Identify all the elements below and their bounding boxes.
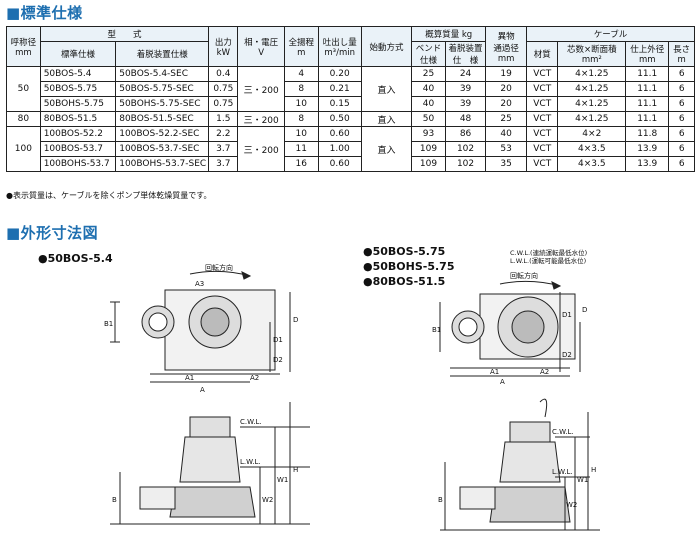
svg-text:A2: A2 — [540, 368, 549, 376]
detach-weight-header: 着脱装置仕 様 — [444, 41, 487, 67]
svg-text:W2: W2 — [262, 496, 273, 504]
svg-text:A1: A1 — [185, 374, 194, 382]
material-header: 材質 — [526, 41, 559, 67]
svg-text:A: A — [500, 378, 505, 386]
right-model-label-1: ●50BOS-5.75 — [363, 245, 446, 258]
spec-section-title: ■標準仕様 — [6, 4, 83, 22]
table-row: 100 100BOS-52.2 100BOS-52.2-SEC 2.2 三・20… — [6, 126, 695, 172]
svg-text:B1: B1 — [432, 326, 441, 334]
table-row: 100BOS-53.7 100BOS-53.7-SEC 3.7 11 1.00 … — [7, 141, 695, 157]
svg-text:A2: A2 — [250, 374, 259, 382]
svg-text:D: D — [582, 306, 587, 314]
svg-text:B: B — [438, 496, 443, 504]
cwl-legend: C.W.L.(連続運転最低水位) — [510, 249, 588, 257]
rotation-label: 回転方向 — [205, 263, 233, 272]
type-header: 型 式 — [39, 26, 210, 42]
svg-text:D1: D1 — [273, 336, 283, 344]
svg-text:W2: W2 — [566, 501, 577, 509]
svg-text:L.W.L.: L.W.L. — [552, 468, 573, 476]
detach-header: 着脱装置仕様 — [115, 41, 210, 67]
start-header: 始動方式 — [360, 26, 413, 67]
svg-text:L.W.L.: L.W.L. — [240, 458, 261, 466]
bend-header: ベンド仕様 — [411, 41, 446, 67]
right-model-label-3: ●80BOS-51.5 — [363, 275, 446, 288]
right-pump-drawing: 回転方向 B1 D D1 D2 A1 A2 A C.W.L. L.W.L. H … — [432, 271, 600, 531]
cable-header: ケーブル — [526, 26, 695, 42]
standard-header: 標準仕様 — [39, 41, 117, 67]
left-pump-drawing: 回転方向 A3 B1 D D1 D2 A1 A2 A C.W.L. L.W.L.… — [104, 263, 310, 525]
svg-text:C.W.L.: C.W.L. — [552, 428, 574, 436]
table-row: 50BOS-5.75 50BOS-5.75-SEC 0.75 8 0.21 40… — [7, 81, 695, 97]
svg-text:D2: D2 — [562, 351, 572, 359]
rotation-arrow-icon — [499, 280, 561, 287]
svg-text:H: H — [591, 466, 596, 474]
table-row: 80 80BOS-51.5 80BOS-51.5-SEC 1.5 三・200 8… — [6, 111, 695, 127]
svg-text:A1: A1 — [490, 368, 499, 376]
dimension-section-title: ■外形寸法図 — [6, 224, 99, 242]
table-row: 100BOHS-53.7 100BOHS-53.7-SEC 3.7 16 0.6… — [7, 156, 695, 172]
svg-text:A: A — [200, 386, 205, 394]
right-model-label-2: ●50BOHS-5.75 — [363, 260, 455, 273]
table-row: 50 50BOS-5.4 50BOS-5.4-SEC 0.4 三・200 4 0… — [6, 66, 695, 112]
svg-text:A3: A3 — [195, 280, 204, 288]
rotation-arrow-icon — [189, 270, 251, 277]
svg-text:D1: D1 — [562, 311, 572, 319]
svg-text:D: D — [293, 316, 298, 324]
left-model-label: ●50BOS-5.4 — [38, 252, 113, 265]
rotation-label: 回転方向 — [510, 271, 538, 280]
svg-text:H: H — [293, 466, 298, 474]
water-level-legend: C.W.L.(連続運転最低水位) L.W.L.(運転可能最低水位) — [510, 249, 587, 265]
table-note: ●表示質量は、ケーブルを除くポンプ単体乾燥質量です。 — [6, 191, 212, 200]
svg-text:B1: B1 — [104, 320, 113, 328]
svg-text:D2: D2 — [273, 356, 283, 364]
weight-header: 概算質量 kg — [411, 26, 487, 42]
table-row: 50BOHS-5.75 50BOHS-5.75-SEC 0.75 10 0.15… — [7, 96, 695, 112]
svg-text:C.W.L.: C.W.L. — [240, 418, 262, 426]
svg-text:B: B — [112, 496, 117, 504]
lwl-legend: L.W.L.(運転可能最低水位) — [510, 257, 587, 265]
svg-text:W1: W1 — [577, 476, 588, 484]
svg-text:W1: W1 — [277, 476, 288, 484]
